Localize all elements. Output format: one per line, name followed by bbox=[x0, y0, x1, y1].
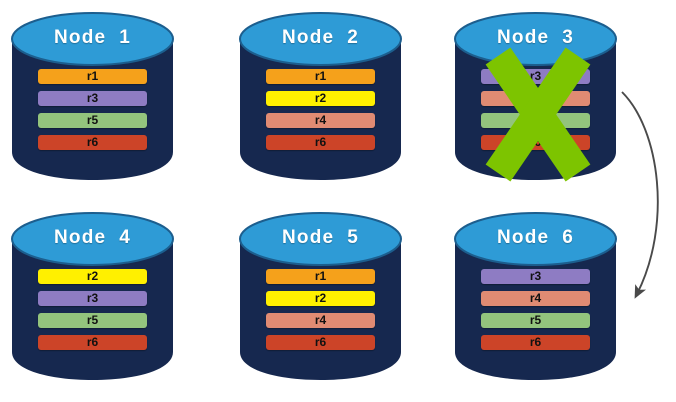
node-cylinder-2[interactable]: Node 2 r1 r2 r4 r6 bbox=[238, 8, 403, 183]
record-bar-r2[interactable]: r2 bbox=[38, 269, 147, 284]
record-bar-r3[interactable]: r3 bbox=[481, 269, 590, 284]
record-list: r1 r2 r4 r6 bbox=[266, 69, 375, 150]
record-bar-r2[interactable]: r2 bbox=[266, 291, 375, 306]
node-cylinder-1[interactable]: Node 1 r1 r3 r5 r6 bbox=[10, 8, 175, 183]
record-bar-r4[interactable]: r4 bbox=[481, 291, 590, 306]
record-bar-r5[interactable]: r5 bbox=[38, 313, 147, 328]
node-title: Node 4 bbox=[53, 227, 132, 248]
node-title: Node 1 bbox=[53, 27, 132, 48]
record-bar-r6[interactable]: r6 bbox=[481, 135, 590, 150]
record-bar-r4[interactable]: r4 bbox=[266, 113, 375, 128]
record-bar-r3[interactable]: r3 bbox=[481, 69, 590, 84]
node-title: Node 2 bbox=[281, 27, 360, 48]
failover-arrow-path bbox=[621, 91, 659, 299]
record-list: r1 r2 r4 r6 bbox=[266, 269, 375, 350]
record-bar-r5[interactable]: r5 bbox=[481, 313, 590, 328]
node-cylinder-6[interactable]: Node 6 r3 r4 r5 r6 bbox=[453, 208, 618, 383]
record-bar-r6[interactable]: r6 bbox=[38, 135, 147, 150]
record-bar-r1[interactable]: r1 bbox=[266, 69, 375, 84]
record-bar-r6[interactable]: r6 bbox=[266, 135, 375, 150]
record-bar-r6[interactable]: r6 bbox=[266, 335, 375, 350]
record-bar-r4[interactable]: r4 bbox=[481, 91, 590, 106]
record-list: r2 r3 r5 r6 bbox=[38, 269, 147, 350]
node-cylinder-4[interactable]: Node 4 r2 r3 r5 r6 bbox=[10, 208, 175, 383]
record-bar-r3[interactable]: r3 bbox=[38, 91, 147, 106]
node-title: Node 3 bbox=[496, 27, 575, 48]
node-cylinder-3[interactable]: Node 3 r3 r4 r5 r6 bbox=[453, 8, 618, 183]
record-bar-r1[interactable]: r1 bbox=[266, 269, 375, 284]
record-list: r1 r3 r5 r6 bbox=[38, 69, 147, 150]
node-title: Node 6 bbox=[496, 227, 575, 248]
record-bar-r1[interactable]: r1 bbox=[38, 69, 147, 84]
record-bar-r6[interactable]: r6 bbox=[38, 335, 147, 350]
record-list: r3 r4 r5 r6 bbox=[481, 69, 590, 150]
record-bar-r3[interactable]: r3 bbox=[38, 291, 147, 306]
record-list: r3 r4 r5 r6 bbox=[481, 269, 590, 350]
record-bar-r5[interactable]: r5 bbox=[481, 113, 590, 128]
node-cylinder-5[interactable]: Node 5 r1 r2 r4 r6 bbox=[238, 208, 403, 383]
record-bar-r2[interactable]: r2 bbox=[266, 91, 375, 106]
record-bar-r6[interactable]: r6 bbox=[481, 335, 590, 350]
record-bar-r4[interactable]: r4 bbox=[266, 313, 375, 328]
record-bar-r5[interactable]: r5 bbox=[38, 113, 147, 128]
node-title: Node 5 bbox=[281, 227, 360, 248]
